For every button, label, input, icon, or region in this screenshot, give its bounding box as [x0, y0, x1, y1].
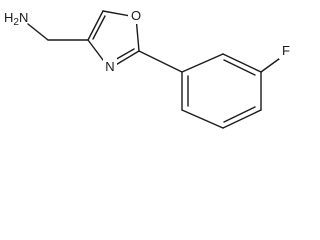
bond-ph-c1-c2	[181, 53, 224, 73]
bond-c2-n3	[113, 50, 140, 67]
atom-fluorine: F	[282, 43, 290, 58]
bond-c4-c5-double	[92, 15, 106, 40]
bond-ph-c4-c5-double	[223, 106, 256, 123]
atom-oxygen: O	[131, 8, 141, 23]
bond-ph-c2-c3-double	[223, 59, 256, 76]
bond-ph-c5-c6	[181, 109, 224, 129]
bond-n-ch2	[27, 23, 49, 41]
bond-ph-c2-c3	[222, 53, 262, 73]
bond-c2-phenyl	[138, 50, 183, 73]
atom-nitrogen: N	[105, 59, 114, 74]
molecule-structure: O N F H2N	[4, 8, 291, 129]
bond-c4-c5	[87, 10, 104, 41]
bond-ph-c4-c5	[222, 109, 262, 129]
atom-amine: H2N	[4, 10, 28, 28]
